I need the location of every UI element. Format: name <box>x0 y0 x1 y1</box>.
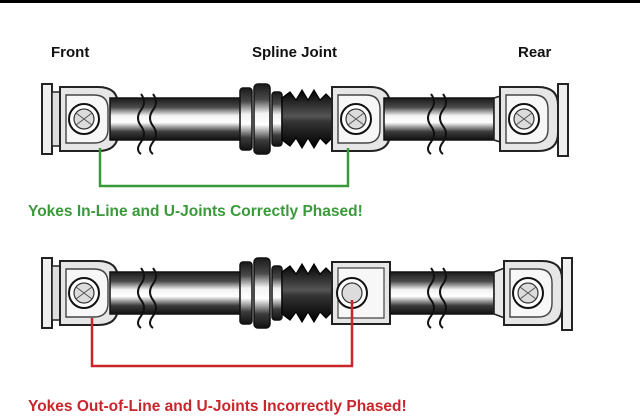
front-label: Front <box>51 44 90 61</box>
spline-joint-label: Spline Joint <box>252 44 338 61</box>
driveshaft-in-phase <box>42 84 568 156</box>
red-phase-bracket <box>90 300 354 368</box>
green-phase-bracket <box>98 148 350 188</box>
driveshaft-out-of-phase <box>41 257 573 331</box>
rear-label: Rear <box>518 44 552 61</box>
correct-phase-caption: Yokes In-Line and U-Joints Correctly Pha… <box>28 203 363 220</box>
top-border <box>0 0 640 3</box>
incorrect-phase-caption: Yokes Out-of-Line and U-Joints Incorrect… <box>28 398 407 415</box>
